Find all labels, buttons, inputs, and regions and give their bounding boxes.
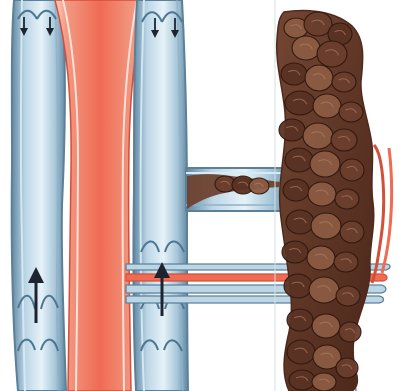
clot-cell: [282, 241, 308, 263]
clot-cell: [312, 373, 336, 391]
clot-cell: [285, 91, 315, 115]
clot-cell: [336, 358, 358, 378]
clot-cell: [340, 159, 364, 181]
clot-cell: [334, 252, 358, 272]
clot-cell: [339, 322, 361, 342]
clot-cell: [279, 119, 305, 141]
clot-cell: [283, 179, 309, 201]
clot-cell: [335, 189, 359, 209]
clot-cell: [308, 182, 336, 206]
clot-cell: [331, 129, 357, 151]
right-vein: [133, 0, 188, 391]
clot-cell: [284, 274, 312, 298]
clot-cell: [287, 340, 315, 364]
clot-cell: [309, 277, 339, 303]
clot-cell: [336, 286, 360, 306]
clot-cell: [281, 63, 307, 85]
clot-cell: [305, 65, 333, 91]
clot-cell: [340, 221, 364, 243]
left-vein: [12, 0, 66, 391]
clot-cell: [249, 178, 269, 194]
clot-cell: [332, 72, 356, 92]
clot-cell: [292, 36, 320, 60]
clot-cell: [310, 151, 340, 177]
clot-cell: [339, 102, 363, 122]
clot-cell: [289, 370, 315, 390]
clot-cell: [286, 210, 314, 234]
clot-cell: [313, 94, 341, 118]
clot-cell: [307, 246, 335, 270]
clot-cell: [317, 41, 347, 67]
clot-cell: [285, 148, 313, 172]
clot-cell: [303, 123, 333, 149]
clot-cell: [311, 213, 341, 239]
clot-cell: [312, 314, 340, 338]
clot-cell: [287, 309, 313, 331]
